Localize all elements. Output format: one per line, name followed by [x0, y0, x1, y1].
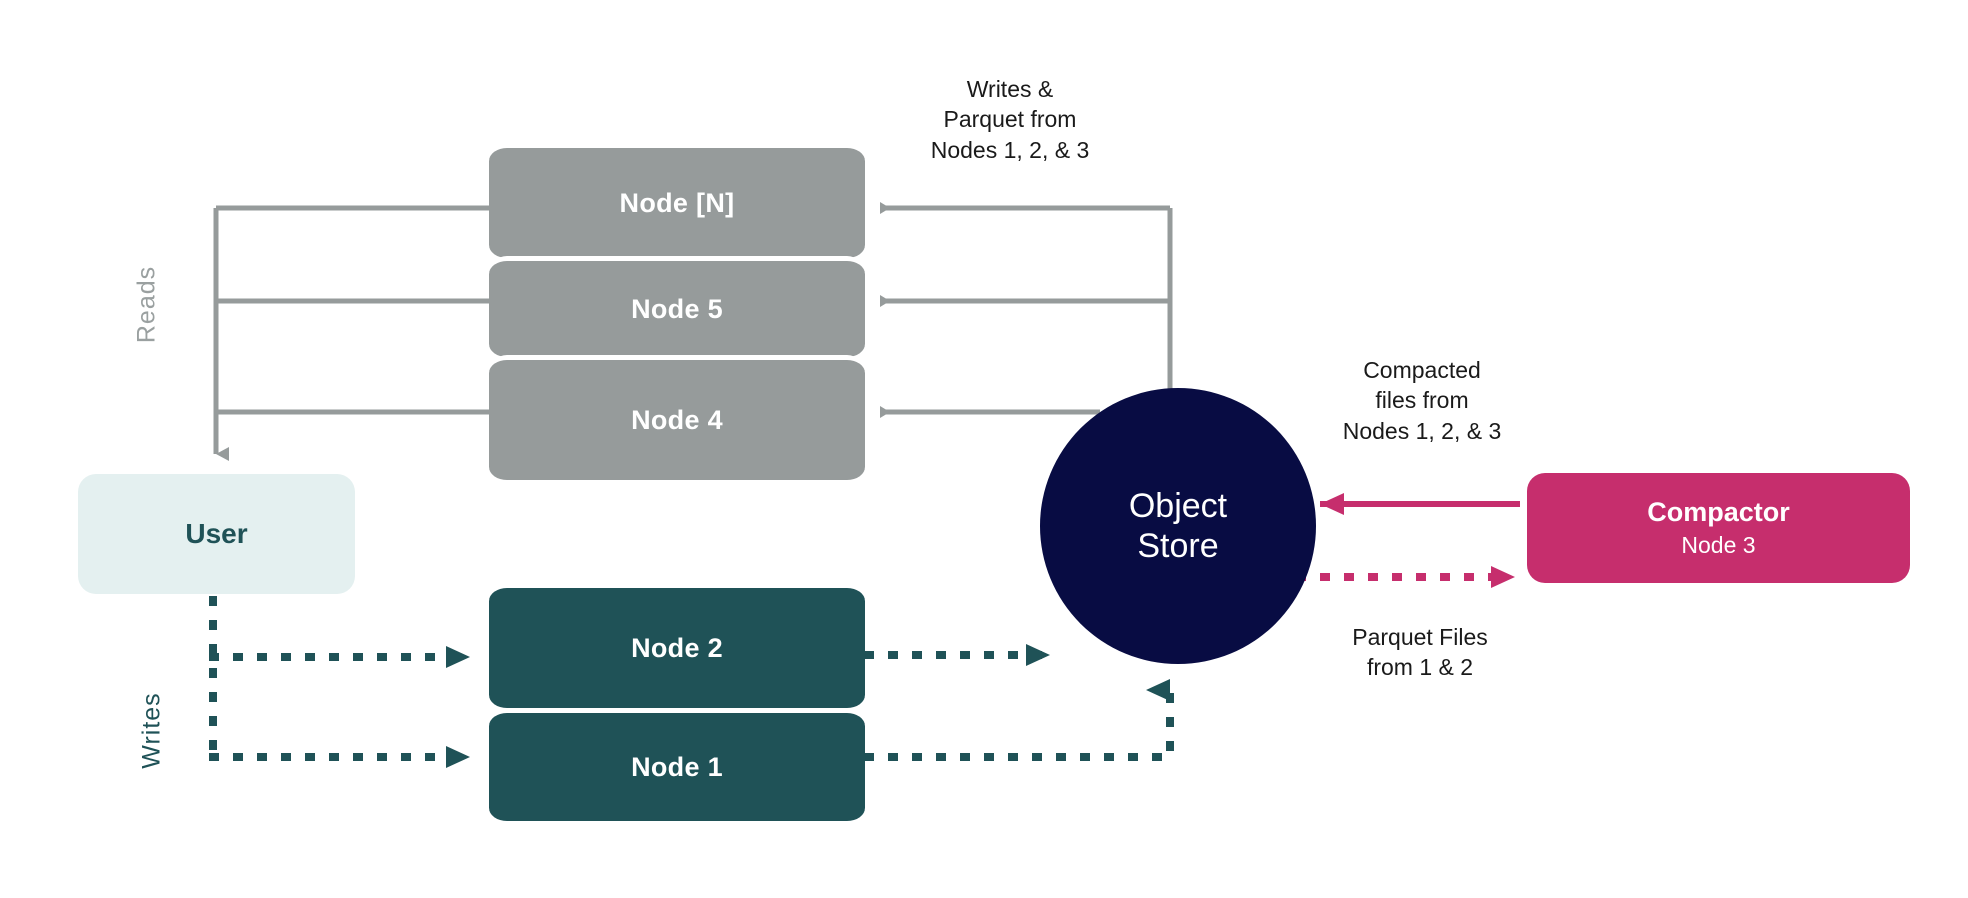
node-card-query-1[interactable]: Node 5 — [489, 256, 865, 362]
edge-label-reads: Reads — [132, 265, 161, 344]
object-store-label-line1: Object — [1128, 486, 1228, 525]
compactor-node[interactable]: Compactor Node 3 — [1527, 473, 1910, 583]
edge-label-writes: Writes — [137, 692, 166, 769]
object-store-node[interactable]: Object Store — [1040, 388, 1316, 664]
node-card-query-0[interactable]: Node [N] — [489, 143, 865, 263]
node-card-ingest-0[interactable]: Node 2 — [489, 583, 865, 713]
reads-connector-group — [213, 205, 489, 461]
edge-label-compacted-files: Compacted files from Nodes 1, 2, & 3 — [1342, 357, 1502, 444]
object-store-label-line2: Store — [1137, 527, 1219, 565]
node-card-ingest-1[interactable]: Node 1 — [489, 708, 865, 826]
user-label: User — [185, 518, 248, 549]
edge-label-parquet-files: Parquet Files from 1 & 2 — [1352, 624, 1488, 681]
node-card-query-2[interactable]: Node 4 — [489, 355, 865, 485]
node-label: Node 1 — [631, 751, 723, 782]
compactor-subtitle: Node 3 — [1681, 532, 1756, 558]
compactor-title: Compactor — [1647, 497, 1790, 527]
ingest-to-object-store-group — [864, 644, 1174, 761]
edge-label-writes-parquet: Writes & Parquet from Nodes 1, 2, & 3 — [930, 76, 1090, 163]
node-label: Node 5 — [631, 293, 723, 324]
node-label: Node 4 — [631, 404, 723, 435]
node-label: Node 2 — [631, 632, 723, 663]
user-box[interactable]: User — [78, 474, 355, 594]
writes-connector-group — [209, 596, 474, 768]
node-label: Node [N] — [619, 187, 735, 218]
node-1-to-object-store — [864, 679, 1174, 761]
